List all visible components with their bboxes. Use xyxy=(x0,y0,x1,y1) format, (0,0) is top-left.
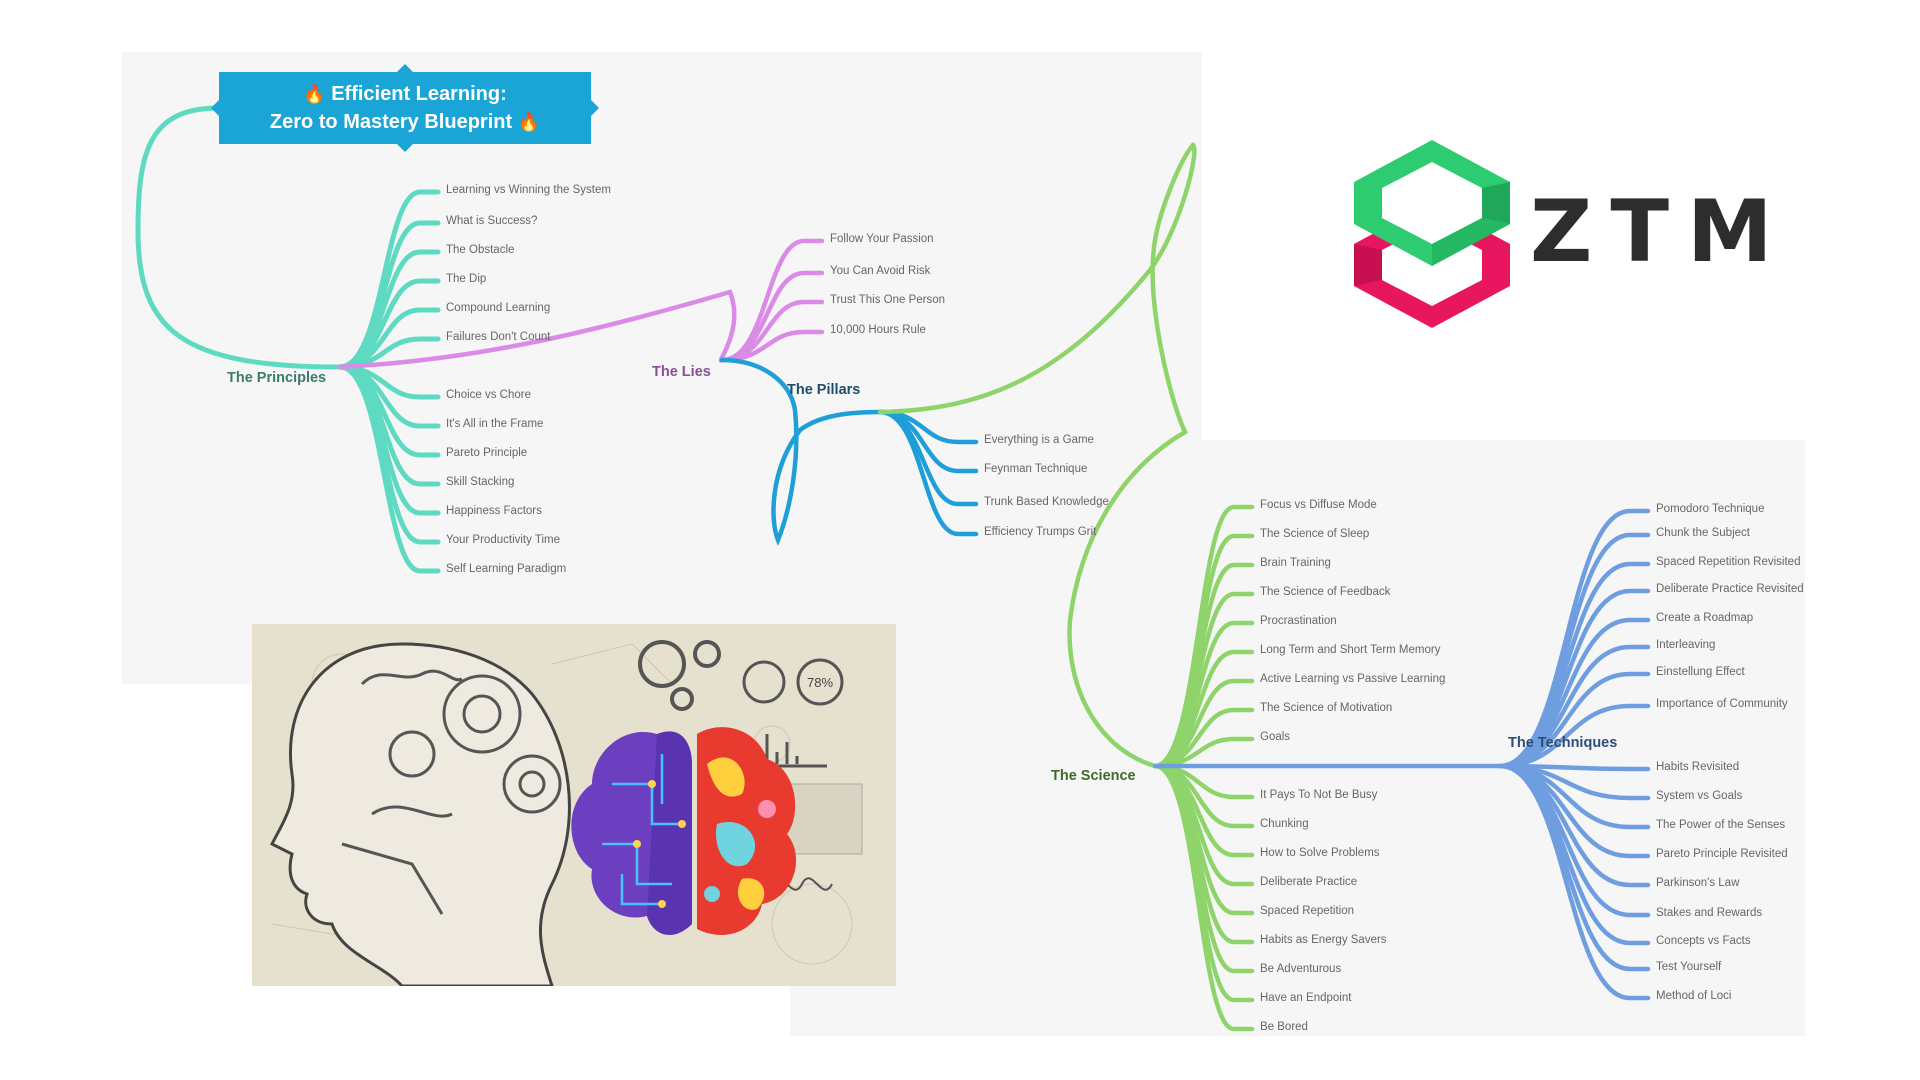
flame-icon: 🔥 xyxy=(517,112,541,132)
science-item: Chunking xyxy=(1260,818,1309,830)
pillars-item: Feynman Technique xyxy=(984,463,1088,475)
title-notch-top xyxy=(397,64,413,72)
hub-science: The Science xyxy=(1051,768,1136,784)
principles-item: What is Success? xyxy=(446,215,538,227)
pillars-item: Efficiency Trumps Grit xyxy=(984,526,1097,538)
title-notch-bottom xyxy=(397,144,413,152)
techniques-item: Pomodoro Technique xyxy=(1656,503,1765,515)
connector-line xyxy=(337,364,441,574)
connector-line xyxy=(877,141,1197,769)
map-background-lower xyxy=(790,440,1805,1036)
techniques-item: Stakes and Rewards xyxy=(1656,907,1763,919)
connector-line xyxy=(877,409,979,537)
brain-illustration: 78% xyxy=(252,624,896,986)
science-item: Deliberate Practice xyxy=(1260,876,1358,888)
science-item: Goals xyxy=(1260,731,1291,743)
science-item: Habits as Energy Savers xyxy=(1260,934,1387,946)
techniques-item: Test Yourself xyxy=(1656,961,1722,973)
techniques-item: Habits Revisited xyxy=(1656,761,1740,773)
lies-item: You Can Avoid Risk xyxy=(830,265,931,277)
connector-line xyxy=(1497,763,1651,1001)
connector-line xyxy=(1152,763,1255,1032)
science-item: Active Learning vs Passive Learning xyxy=(1260,673,1446,685)
lies-item: Trust This One Person xyxy=(830,294,946,306)
techniques-item: Spaced Repetition Revisited xyxy=(1656,556,1801,568)
hub-principles: The Principles xyxy=(227,370,327,386)
techniques-item: Importance of Community xyxy=(1656,698,1788,710)
science-item: Procrastination xyxy=(1260,615,1337,627)
science-item: The Science of Motivation xyxy=(1260,702,1393,714)
principles-item: Self Learning Paradigm xyxy=(446,563,567,575)
science-item: Have an Endpoint xyxy=(1260,992,1352,1004)
techniques-item: Deliberate Practice Revisited xyxy=(1656,583,1804,595)
principles-item: The Obstacle xyxy=(446,244,515,256)
principles-item: Skill Stacking xyxy=(446,476,515,488)
connector-line xyxy=(135,105,343,370)
principles-item: The Dip xyxy=(446,273,487,285)
techniques-item: Chunk the Subject xyxy=(1656,527,1750,539)
principles-item: Happiness Factors xyxy=(446,505,542,517)
techniques-item: Concepts vs Facts xyxy=(1656,935,1751,947)
principles-item: Your Productivity Time xyxy=(446,534,560,546)
ztm-logo-text: ZTM xyxy=(1530,182,1791,282)
science-item: The Science of Sleep xyxy=(1260,528,1370,540)
pillars-item: Trunk Based Knowledge xyxy=(984,496,1109,508)
principles-item: Failures Don't Count xyxy=(446,331,551,343)
hub-pillars: The Pillars xyxy=(787,382,861,398)
techniques-item: Create a Roadmap xyxy=(1656,612,1754,624)
connector-line xyxy=(337,289,737,370)
ztm-logo-icon xyxy=(1354,140,1510,328)
lies-item: Follow Your Passion xyxy=(830,233,934,245)
techniques-item: System vs Goals xyxy=(1656,790,1743,802)
science-item: Focus vs Diffuse Mode xyxy=(1260,499,1377,511)
connector-line xyxy=(719,357,883,547)
principles-item: Pareto Principle xyxy=(446,447,528,459)
science-item: Be Bored xyxy=(1260,1021,1308,1033)
pillars-item: Everything is a Game xyxy=(984,434,1094,446)
title-line-1: Efficient Learning: xyxy=(331,83,507,105)
principles-item: It's All in the Frame xyxy=(446,418,544,430)
science-item: The Science of Feedback xyxy=(1260,586,1391,598)
science-item: Spaced Repetition xyxy=(1260,905,1354,917)
hub-techniques: The Techniques xyxy=(1508,735,1618,751)
science-item: Brain Training xyxy=(1260,557,1331,569)
title-line-2: Zero to Mastery Blueprint xyxy=(269,111,513,133)
title-notch-right xyxy=(591,100,599,116)
science-item: How to Solve Problems xyxy=(1260,847,1380,859)
lies-item: 10,000 Hours Rule xyxy=(830,324,926,336)
gauge-percent-label: 78% xyxy=(807,675,833,690)
science-item: Long Term and Short Term Memory xyxy=(1260,644,1441,656)
principles-item: Compound Learning xyxy=(446,302,551,314)
science-item: Be Adventurous xyxy=(1260,963,1342,975)
science-item: It Pays To Not Be Busy xyxy=(1260,789,1378,801)
techniques-item: Parkinson's Law xyxy=(1656,877,1740,889)
principles-item: Choice vs Chore xyxy=(446,389,532,401)
techniques-item: Method of Loci xyxy=(1656,990,1732,1002)
techniques-item: Interleaving xyxy=(1656,639,1716,651)
flame-icon: 🔥 xyxy=(303,84,326,104)
hub-lies: The Lies xyxy=(652,364,711,380)
techniques-item: The Power of the Senses xyxy=(1656,819,1786,831)
principles-item: Learning vs Winning the System xyxy=(446,184,611,196)
connector-line xyxy=(1497,703,1651,769)
brain-illustration-art: 78% xyxy=(252,624,896,986)
title-notch-left xyxy=(211,100,219,116)
map-title: 🔥 Efficient Learning: Zero to Mastery Bl… xyxy=(219,72,591,144)
techniques-item: Einstellung Effect xyxy=(1656,666,1745,678)
techniques-item: Pareto Principle Revisited xyxy=(1656,848,1788,860)
